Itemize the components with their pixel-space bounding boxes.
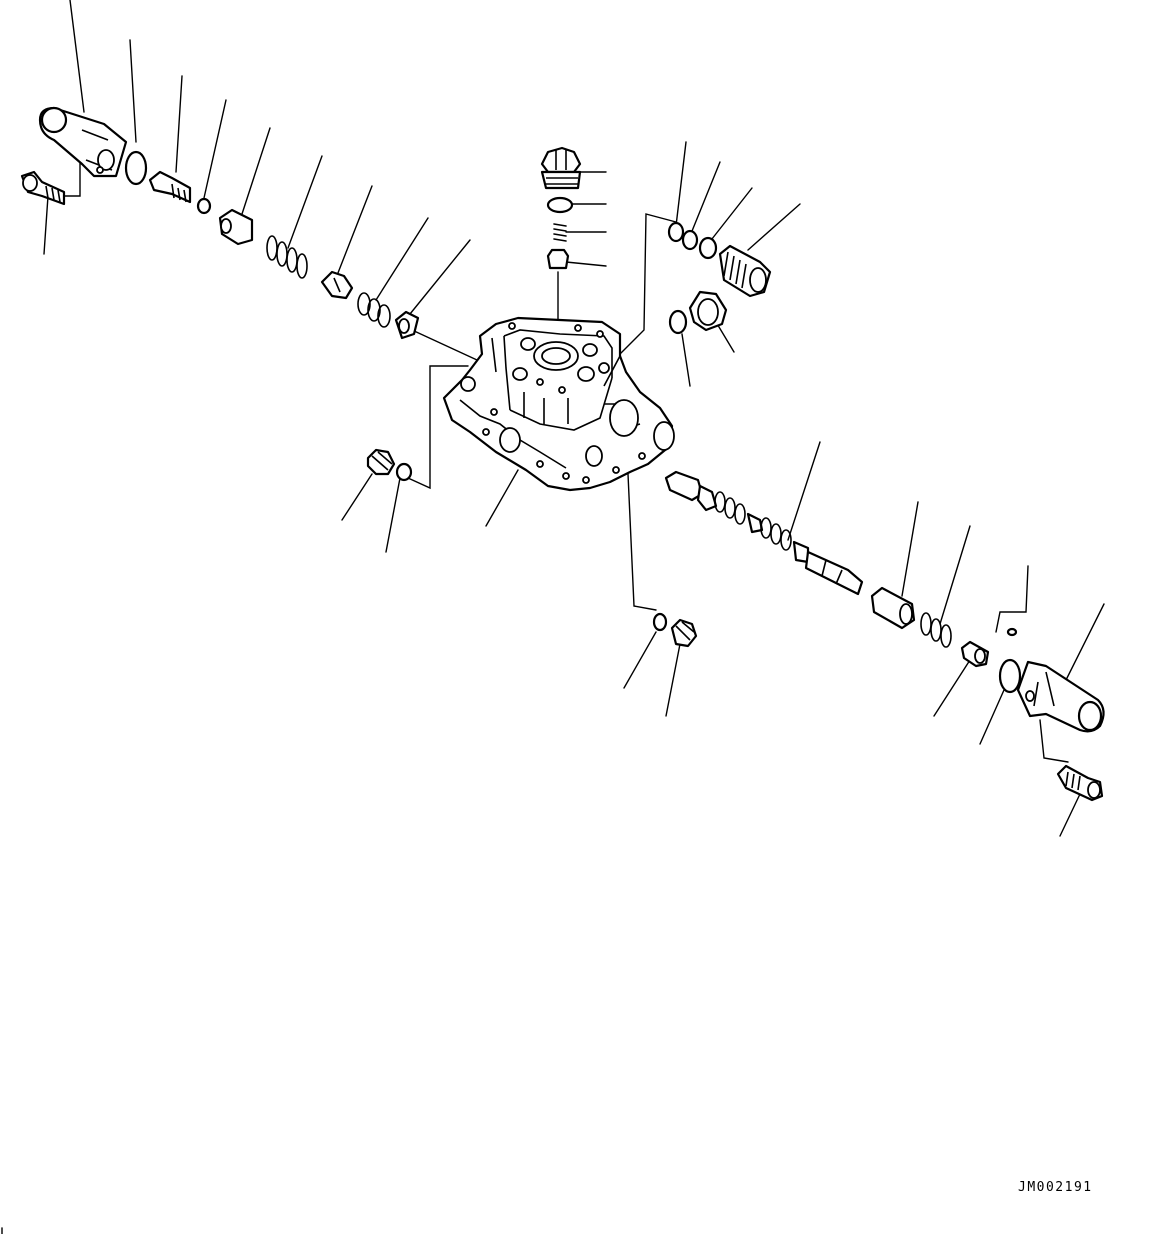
spool-sleeve — [870, 586, 916, 630]
valve-body — [442, 316, 675, 492]
spring-seat-right — [960, 640, 990, 668]
cover-bolt-right — [1056, 764, 1104, 802]
cover-bolt-left — [20, 170, 66, 206]
left-cover-assembly — [38, 106, 128, 178]
right-cover-assembly — [1016, 660, 1105, 733]
spring-top — [553, 223, 567, 242]
plug-cap-right — [688, 290, 728, 332]
spool-assembly — [664, 470, 864, 596]
plug-upper-right — [718, 244, 772, 298]
small-seal — [196, 197, 212, 215]
o-ring-lower-center — [652, 612, 668, 632]
o-ring-r2 — [681, 229, 699, 251]
spring-seat — [218, 208, 254, 246]
o-ring-r4 — [668, 309, 688, 335]
o-ring-1 — [124, 150, 148, 186]
retainer-ring — [394, 310, 420, 340]
poppet-top — [546, 248, 570, 270]
o-ring-top — [546, 196, 574, 214]
drawing-code: JM002191 — [1018, 1180, 1093, 1195]
spring-right — [920, 612, 952, 648]
spring-left-1 — [266, 235, 308, 279]
o-ring-right — [998, 658, 1022, 694]
plug-lower-center — [670, 618, 698, 648]
spring-left-2 — [357, 292, 391, 328]
stopper-bolt — [320, 270, 354, 300]
plug-lower-left — [366, 448, 396, 476]
plug-left — [148, 170, 192, 204]
o-ring-r3 — [698, 236, 718, 260]
relief-valve-plug — [540, 146, 582, 190]
o-ring-lower-left — [395, 462, 413, 482]
small-pin — [1006, 627, 1018, 637]
o-ring-r1 — [667, 221, 685, 243]
